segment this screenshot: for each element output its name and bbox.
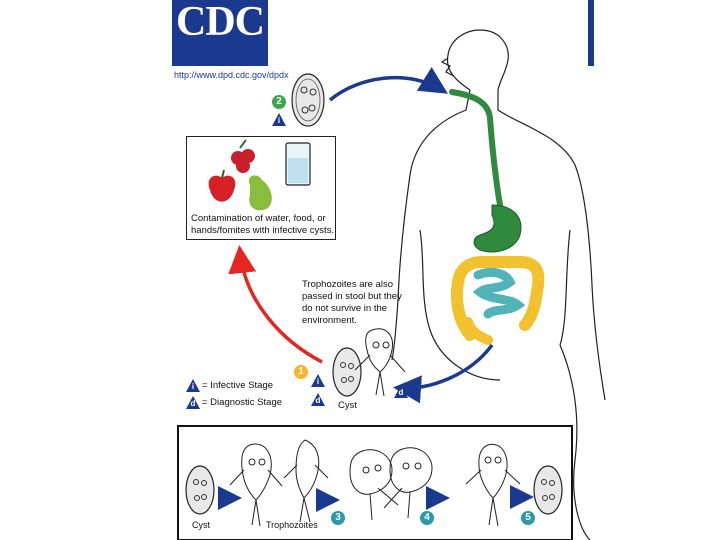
- lifecycle-box: [177, 425, 573, 540]
- trophozoite-note: Trophozoites are also passed in stool bu…: [302, 279, 402, 326]
- gi-tract: [449, 89, 545, 345]
- diagnostic-marker-stool: d: [394, 385, 408, 398]
- cyst-passed: [332, 347, 362, 397]
- legend-infective-label: = Infective Stage: [202, 380, 274, 391]
- source-url[interactable]: http://www.dpd.cdc.gov/dpdx: [174, 70, 289, 80]
- cyst-ingested: [291, 73, 325, 127]
- infective-marker-stage-1: i: [311, 374, 325, 387]
- lifecycle-trophozoite-label: Trophozoites: [266, 520, 318, 530]
- cdc-tagline: SAFER·HEALTHIER·PEOPLE™: [172, 58, 264, 64]
- header-right-bar: [588, 0, 594, 66]
- stage-1-marker: 1: [294, 365, 308, 379]
- cdc-logo-text: CDC: [176, 0, 265, 45]
- infective-marker-stage-2: i: [272, 113, 286, 126]
- colon: [450, 256, 545, 341]
- legend-diagnostic-label: = Diagnostic Stage: [202, 397, 283, 408]
- contamination-food-icons: [208, 139, 311, 211]
- cdc-logo: CDC: [172, 0, 268, 66]
- stage-3-marker: 3: [331, 511, 345, 525]
- human-body-outline: [391, 29, 606, 540]
- lifecycle-cyst-label: Cyst: [192, 520, 210, 530]
- stage-4-marker: 4: [420, 511, 434, 525]
- arrow-to-mouth: [328, 67, 448, 102]
- arrow-to-contamination: [228, 245, 323, 364]
- stage-5-marker: 5: [521, 511, 535, 525]
- rectum: [463, 317, 493, 345]
- cyst-label: Cyst: [338, 400, 357, 411]
- legend-infective-icon: i: [186, 379, 200, 392]
- lifecycle-sequence: [185, 439, 563, 527]
- arrow-passed-in-stool: [393, 343, 494, 404]
- trophozoite-passed: [354, 328, 406, 397]
- stage-2-marker: 2: [272, 95, 286, 109]
- small-intestine: [472, 267, 526, 319]
- diagnostic-marker-stage-1: d: [311, 393, 325, 406]
- contamination-caption: Contamination of water, food, or hands/f…: [191, 213, 335, 236]
- stomach: [473, 204, 522, 253]
- legend-diagnostic-icon: d: [186, 396, 200, 409]
